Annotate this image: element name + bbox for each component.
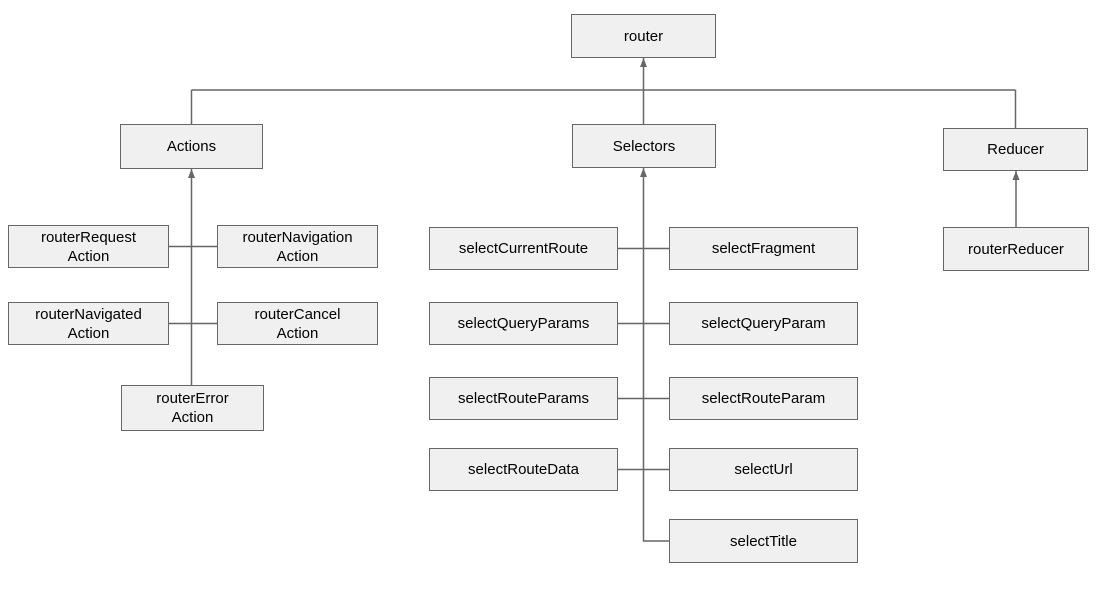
edge-selectors-trunk (640, 168, 669, 542)
node-select-route-param: selectRouteParam (669, 377, 858, 420)
node-select-url: selectUrl (669, 448, 858, 491)
node-select-query-param: selectQueryParam (669, 302, 858, 345)
node-actions: Actions (120, 124, 263, 169)
node-router-cancel-action: routerCancel Action (217, 302, 378, 345)
node-router-navigated-action: routerNavigated Action (8, 302, 169, 345)
node-select-query-params: selectQueryParams (429, 302, 618, 345)
node-select-current-route: selectCurrentRoute (429, 227, 618, 270)
node-router-error-action: routerError Action (121, 385, 264, 431)
node-select-route-params: selectRouteParams (429, 377, 618, 420)
node-router-reducer: routerReducer (943, 227, 1089, 271)
node-select-fragment: selectFragment (669, 227, 858, 270)
node-router-request-action: routerRequest Action (8, 225, 169, 268)
node-select-route-data: selectRouteData (429, 448, 618, 491)
node-router-navigation-action: routerNavigation Action (217, 225, 378, 268)
node-select-title: selectTitle (669, 519, 858, 563)
node-router: router (571, 14, 716, 58)
node-selectors: Selectors (572, 124, 716, 168)
node-reducer: Reducer (943, 128, 1088, 171)
